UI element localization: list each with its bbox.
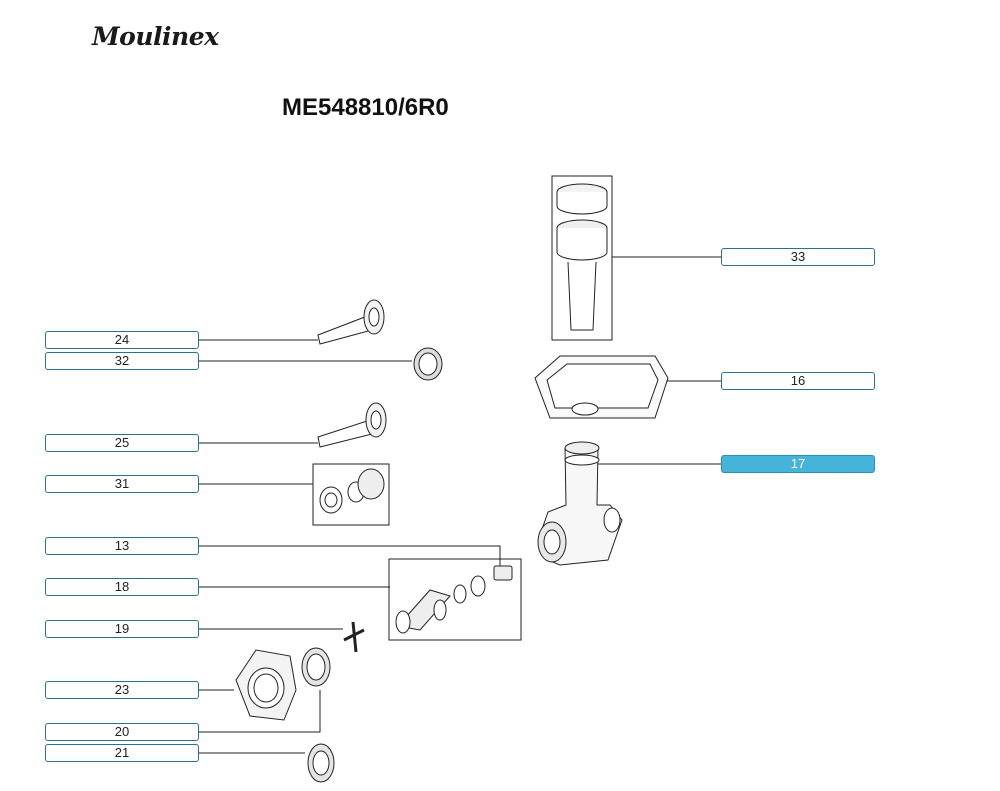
brand-logo: Moulinex <box>92 22 219 51</box>
part-label-17[interactable]: 17 <box>721 455 875 473</box>
part-label-21[interactable]: 21 <box>45 744 199 762</box>
disc-part-21 <box>307 743 335 783</box>
part-label-31[interactable]: 31 <box>45 475 199 493</box>
part-label-19[interactable]: 19 <box>45 620 199 638</box>
part-label-13[interactable]: 13 <box>45 537 199 555</box>
body-part-17 <box>537 441 623 566</box>
nozzle-part-25 <box>317 402 387 448</box>
leader-line-20 <box>199 690 321 733</box>
part-label-24[interactable]: 24 <box>45 331 199 349</box>
bushing-part-13 <box>493 565 513 581</box>
kibbe-kit-part-31 <box>312 463 390 526</box>
spacer-part-32 <box>413 347 443 381</box>
model-number-title: ME548810/6R0 <box>282 94 449 121</box>
part-label-16[interactable]: 16 <box>721 372 875 390</box>
blade-part-19 <box>343 621 365 653</box>
auger-group-part-18 <box>388 558 522 641</box>
part-label-20[interactable]: 20 <box>45 723 199 741</box>
part-label-32[interactable]: 32 <box>45 352 199 370</box>
disc-part-20 <box>301 647 331 687</box>
part-label-33[interactable]: 33 <box>721 248 875 266</box>
part-label-18[interactable]: 18 <box>45 578 199 596</box>
leader-line-13 <box>199 545 501 566</box>
tray-part-16 <box>534 355 669 419</box>
part-label-25[interactable]: 25 <box>45 434 199 452</box>
sausage-nozzle-part-24 <box>317 299 385 345</box>
ring-nut-part-23 <box>235 649 297 721</box>
part-label-23[interactable]: 23 <box>45 681 199 699</box>
pusher-part-33 <box>551 175 613 341</box>
